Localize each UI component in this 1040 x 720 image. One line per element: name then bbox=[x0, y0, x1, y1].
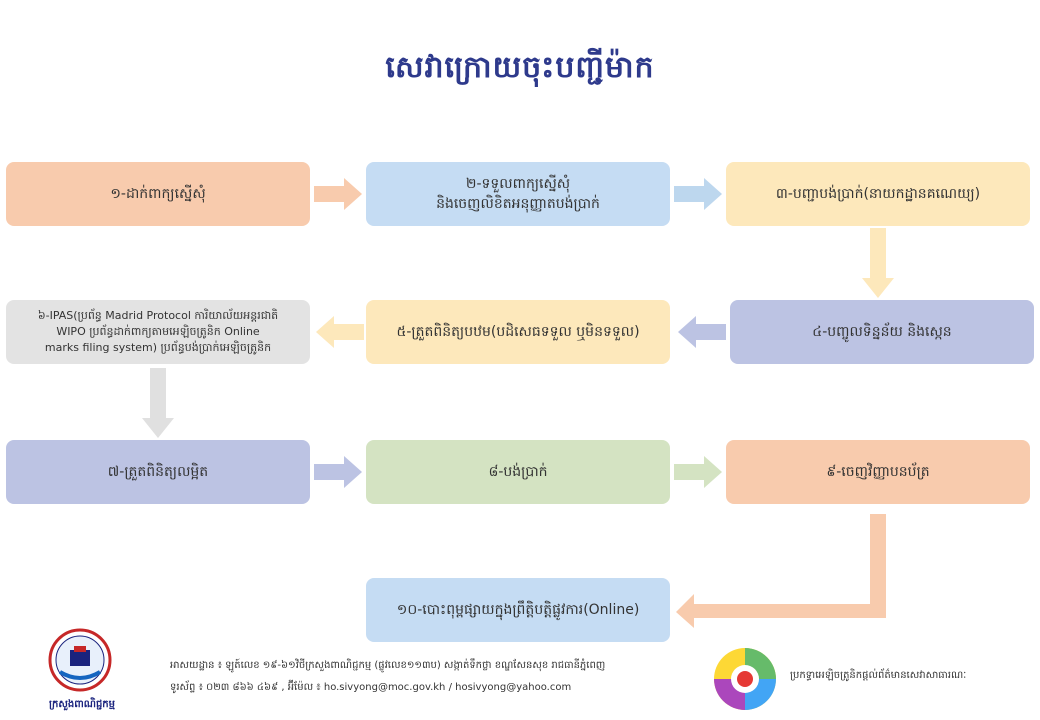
arrow-4-to-5 bbox=[678, 316, 726, 348]
arrow-6-to-7 bbox=[142, 368, 174, 438]
step-6-box: ៦-IPAS(ប្រព័ន្ធ Madrid Protocol ការិយាល័… bbox=[6, 300, 310, 364]
arrow-3-to-4 bbox=[862, 228, 894, 298]
footer-address: អាសយដ្ឋាន ៖ ឡូត៍លេខ ១៩-៦១វិថីក្រសួងពាណិជ… bbox=[170, 660, 606, 671]
step-6-line2: WIPO ប្រព័ន្ធដាក់ពាក្យតាមអេឡិចត្រូនិក On… bbox=[56, 325, 260, 338]
ministry-logo-icon bbox=[48, 628, 112, 692]
eservice-logo-icon bbox=[714, 648, 776, 710]
step-8-label: ៨-បង់ប្រាក់ bbox=[488, 464, 548, 480]
step-3-label: ៣-បញ្ជាបង់ប្រាក់(នាយកដ្ឋានគណេយ្យ) bbox=[775, 186, 981, 202]
arrow-7-to-8 bbox=[314, 456, 362, 488]
step-6-line3: marks filing system) ប្រព័ន្ធបង់ប្រាក់អេ… bbox=[44, 341, 272, 354]
arrow-2-to-3 bbox=[674, 178, 722, 210]
step-4-label: ៤-បញ្ចូលទិន្នន័យ និងស្កេន bbox=[812, 324, 952, 340]
eservice-note: ប្រកទ្ធាអេឡិចត្រូនិកផ្តល់ព័ត៌មានសេវាសាធា… bbox=[790, 670, 967, 681]
footer-contact: ទូរស័ព្ទ ៖ ០២៣ ៨៦៦ ៤៦៩ , អ៊ីម៉ែល ៖ ho.si… bbox=[170, 682, 572, 693]
step-2-box: ២-ទទួលពាក្យស្នើសុំ និងចេញលិខិតអនុញ្ញាតបង… bbox=[366, 162, 670, 226]
step-8-box: ៨-បង់ប្រាក់ bbox=[366, 440, 670, 504]
arrow-9-to-10 bbox=[676, 514, 886, 628]
step-2-line2: និងចេញលិខិតអនុញ្ញាតបង់ប្រាក់ bbox=[436, 196, 600, 212]
arrow-5-to-6 bbox=[316, 316, 364, 348]
step-6-line1: ៦-IPAS(ប្រព័ន្ធ Madrid Protocol ការិយាល័… bbox=[37, 309, 279, 322]
step-1-box: ១-ដាក់ពាក្យស្នើសុំ bbox=[6, 162, 310, 226]
step-9-box: ៩-ចេញវិញ្ញាបនប័ត្រ bbox=[726, 440, 1030, 504]
arrow-1-to-2 bbox=[314, 178, 362, 210]
step-1-label: ១-ដាក់ពាក្យស្នើសុំ bbox=[110, 186, 206, 202]
step-7-label: ៧-ត្រួតពិនិត្យលម្អិត bbox=[107, 464, 209, 480]
step-10-box: ១០-បោះពុម្ពផ្សាយក្នុងព្រឹត្តិបត្តិផ្លូវក… bbox=[366, 578, 670, 642]
step-2-line1: ២-ទទួលពាក្យស្នើសុំ bbox=[465, 176, 571, 192]
step-5-box: ៥-ត្រួតពិនិត្យបឋម(បដិសេធទទួល ឬមិនទទួល) bbox=[366, 300, 670, 364]
step-5-label: ៥-ត្រួតពិនិត្យបឋម(បដិសេធទទួល ឬមិនទទួល) bbox=[396, 324, 640, 340]
step-9-label: ៩-ចេញវិញ្ញាបនប័ត្រ bbox=[826, 464, 930, 480]
arrow-8-to-9 bbox=[674, 456, 722, 488]
step-7-box: ៧-ត្រួតពិនិត្យលម្អិត bbox=[6, 440, 310, 504]
step-10-label: ១០-បោះពុម្ពផ្សាយក្នុងព្រឹត្តិបត្តិផ្លូវក… bbox=[396, 602, 640, 618]
page-title: សេវាក្រោយចុះបញ្ជីម៉ាក bbox=[385, 50, 655, 85]
step-4-box: ៤-បញ្ចូលទិន្នន័យ និងស្កេន bbox=[730, 300, 1034, 364]
step-3-box: ៣-បញ្ជាបង់ប្រាក់(នាយកដ្ឋានគណេយ្យ) bbox=[726, 162, 1030, 226]
ministry-name: ក្រសួងពាណិជ្ជកម្ម bbox=[49, 699, 115, 710]
